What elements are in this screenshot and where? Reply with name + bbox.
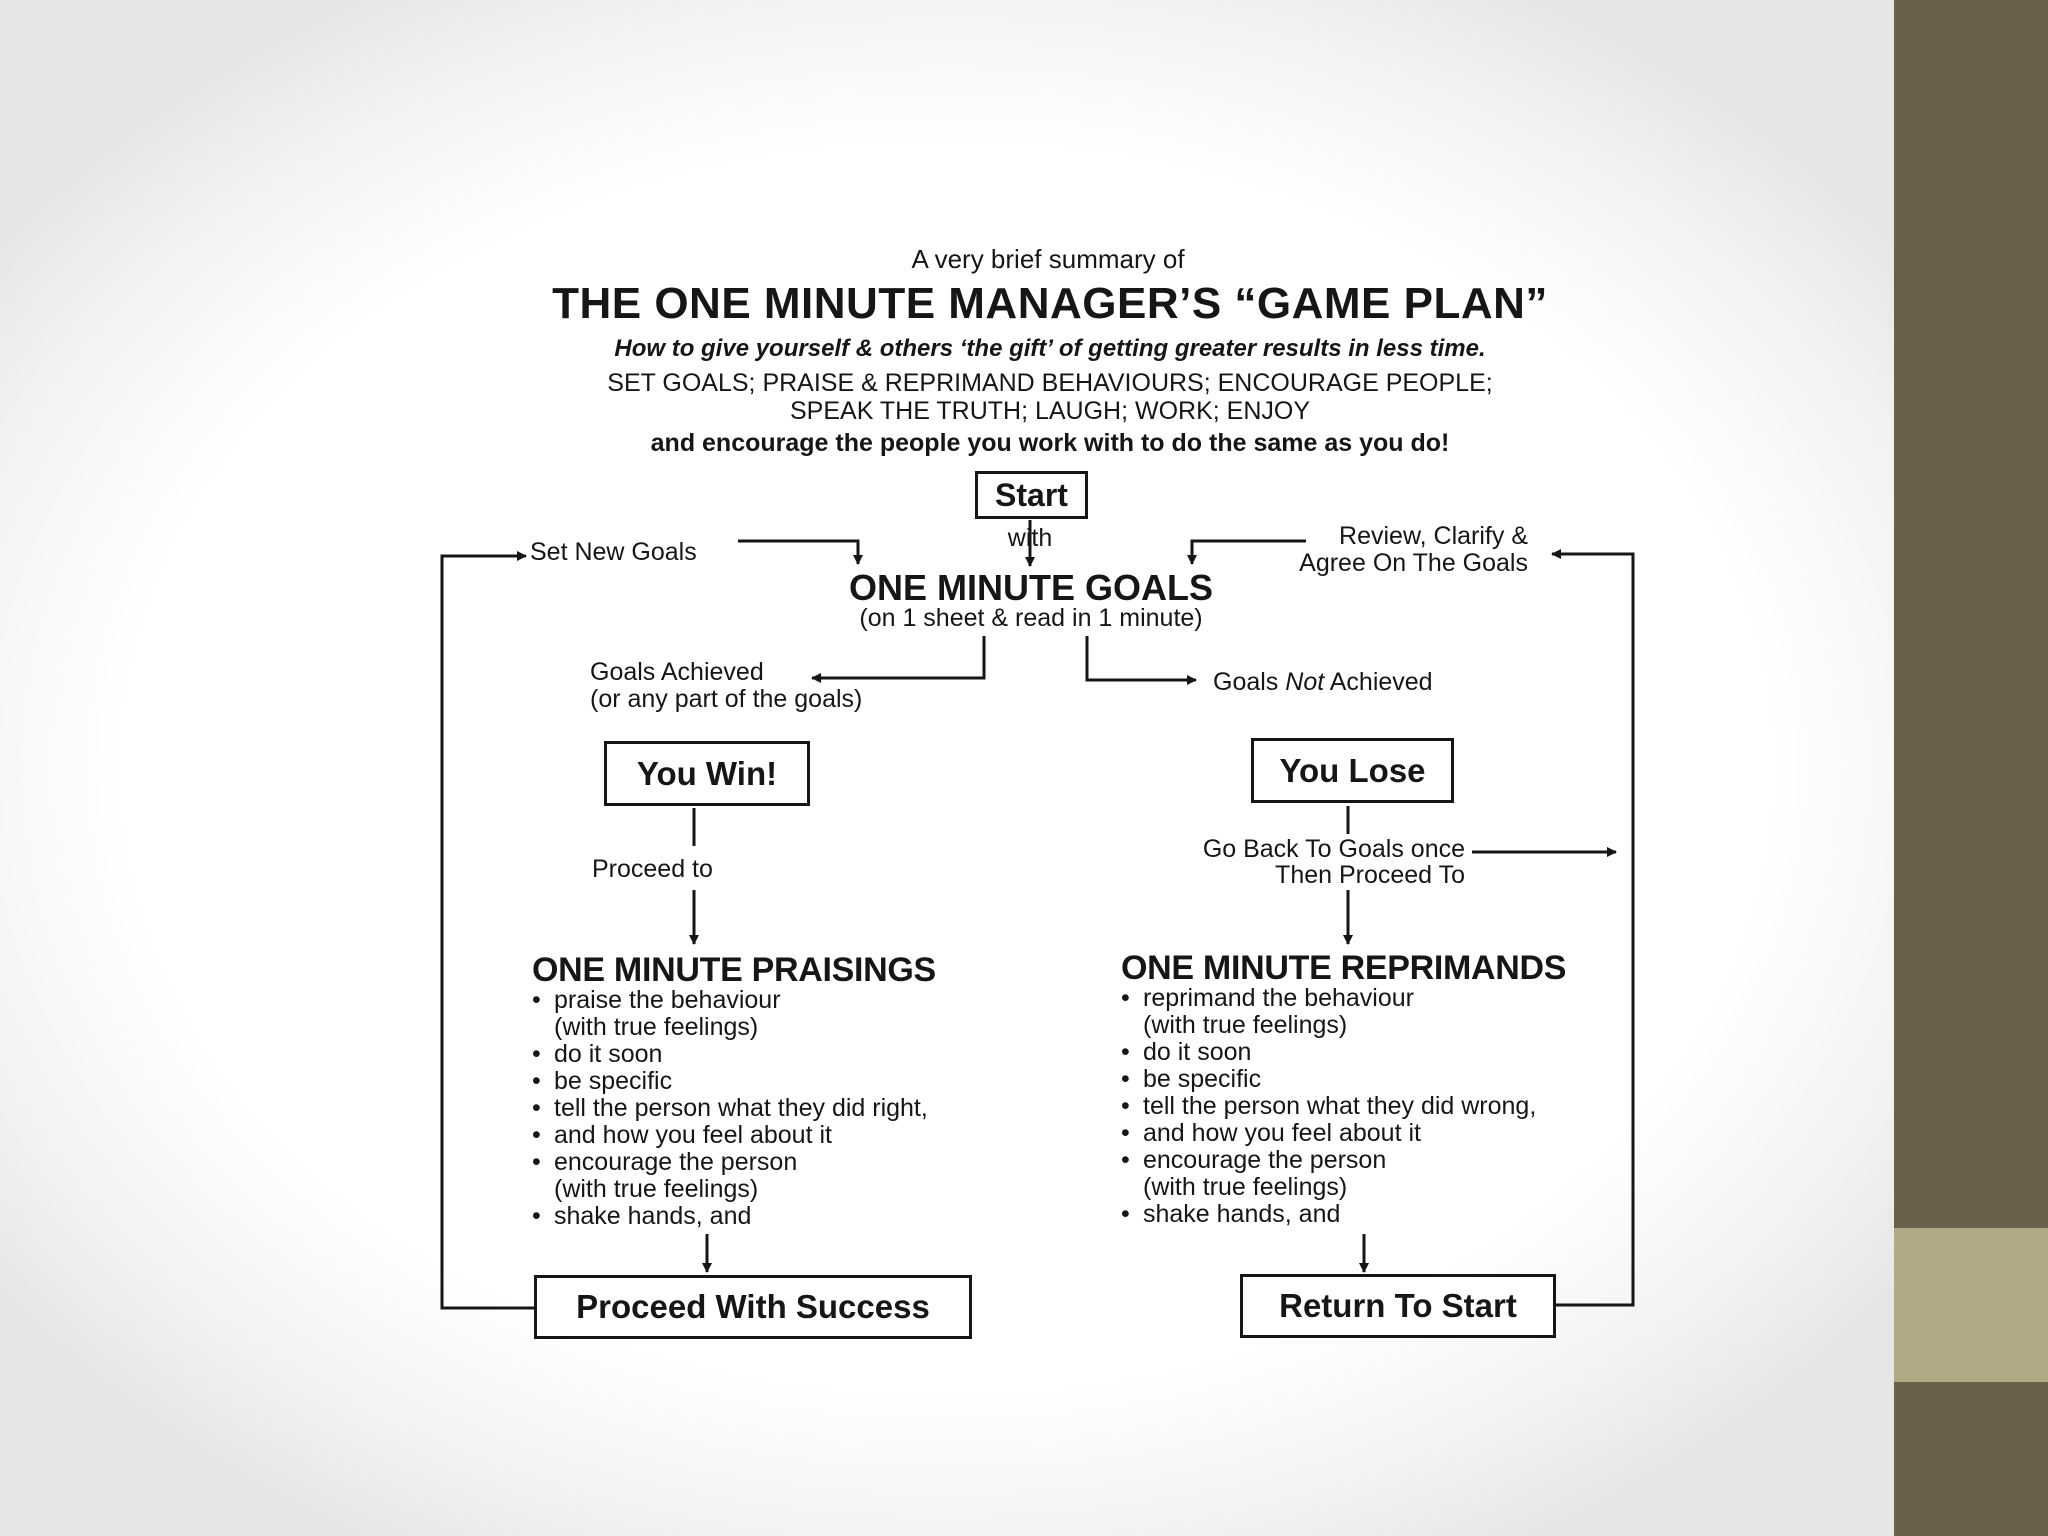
praisings-item: •and how you feel about it xyxy=(532,1121,832,1149)
praisings-item: •shake hands, and xyxy=(532,1202,752,1230)
goals-achieved-label-1: Goals Achieved xyxy=(590,658,764,686)
arrow-right-loop xyxy=(1551,549,1635,1307)
proceed-to-label: Proceed to xyxy=(592,855,713,883)
review-label-2: Agree On The Goals xyxy=(1299,549,1528,577)
go-back-label-2: Then Proceed To xyxy=(1275,861,1465,889)
praisings-item: •do it soon xyxy=(532,1040,663,1068)
praisings-item: (with true feelings) xyxy=(554,1013,759,1041)
arrow-goals-not-achieved xyxy=(1085,636,1197,685)
header-line-1: SET GOALS; PRAISE & REPRIMAND BEHAVIOURS… xyxy=(607,369,1493,397)
set-new-goals-label: Set New Goals xyxy=(530,538,697,566)
praisings-heading: ONE MINUTE PRAISINGS xyxy=(532,951,936,989)
you-lose-box: You Lose xyxy=(1251,738,1454,803)
diagram-subtitle: How to give yourself & others ‘the gift’… xyxy=(614,335,1486,362)
praisings-list: •praise the behaviour (with true feeling… xyxy=(532,987,928,1230)
side-decoration-accent xyxy=(1894,1228,2048,1382)
goals-heading: ONE MINUTE GOALS xyxy=(848,567,1214,608)
arrow-goals-achieved xyxy=(811,636,986,683)
proceed-with-success-box: Proceed With Success xyxy=(534,1275,972,1339)
praisings-item: •praise the behaviour xyxy=(532,986,781,1014)
reprimands-item: •shake hands, and xyxy=(1121,1200,1341,1228)
reprimands-item: •reprimand the behaviour xyxy=(1121,984,1414,1012)
diagram-title: THE ONE MINUTE MANAGER’S “GAME PLAN” xyxy=(552,279,1548,328)
praisings-item: •be specific xyxy=(532,1067,673,1095)
reprimands-list: •reprimand the behaviour (with true feel… xyxy=(1121,985,1536,1228)
return-to-start-box: Return To Start xyxy=(1240,1274,1556,1338)
reprimands-heading: ONE MINUTE REPRIMANDS xyxy=(1121,949,1567,987)
you-win-box: You Win! xyxy=(604,741,810,806)
praisings-item: •encourage the person xyxy=(532,1148,798,1176)
arrow-review-goals xyxy=(1187,539,1306,565)
reprimands-item: •encourage the person xyxy=(1121,1146,1387,1174)
goals-achieved-label-2: (or any part of the goals) xyxy=(590,685,863,713)
goals-not-achieved-label: Goals Not Achieved xyxy=(1213,668,1433,696)
arrow-left-loop xyxy=(440,551,534,1310)
arrow-set-new-goals xyxy=(738,539,863,565)
header-line-3: and encourage the people you work with t… xyxy=(650,429,1450,457)
review-label-1: Review, Clarify & xyxy=(1339,522,1528,550)
reprimands-item: (with true feelings) xyxy=(1143,1173,1348,1201)
with-label: with xyxy=(1007,524,1053,552)
start-box: Start xyxy=(975,471,1088,519)
reprimands-item: (with true feelings) xyxy=(1143,1011,1348,1039)
reprimands-item: •be specific xyxy=(1121,1065,1262,1093)
praisings-item: (with true feelings) xyxy=(554,1175,759,1203)
reprimands-item: •tell the person what they did wrong, xyxy=(1121,1092,1537,1120)
reprimands-item: •do it soon xyxy=(1121,1038,1252,1066)
header-line-2: SPEAK THE TRUTH; LAUGH; WORK; ENJOY xyxy=(790,397,1310,425)
praisings-item: •tell the person what they did right, xyxy=(532,1094,928,1122)
reprimands-item: •and how you feel about it xyxy=(1121,1119,1421,1147)
goals-note: (on 1 sheet & read in 1 minute) xyxy=(859,604,1203,632)
go-back-label-1: Go Back To Goals once xyxy=(1202,835,1465,863)
summary-intro: A very brief summary of xyxy=(911,244,1185,274)
